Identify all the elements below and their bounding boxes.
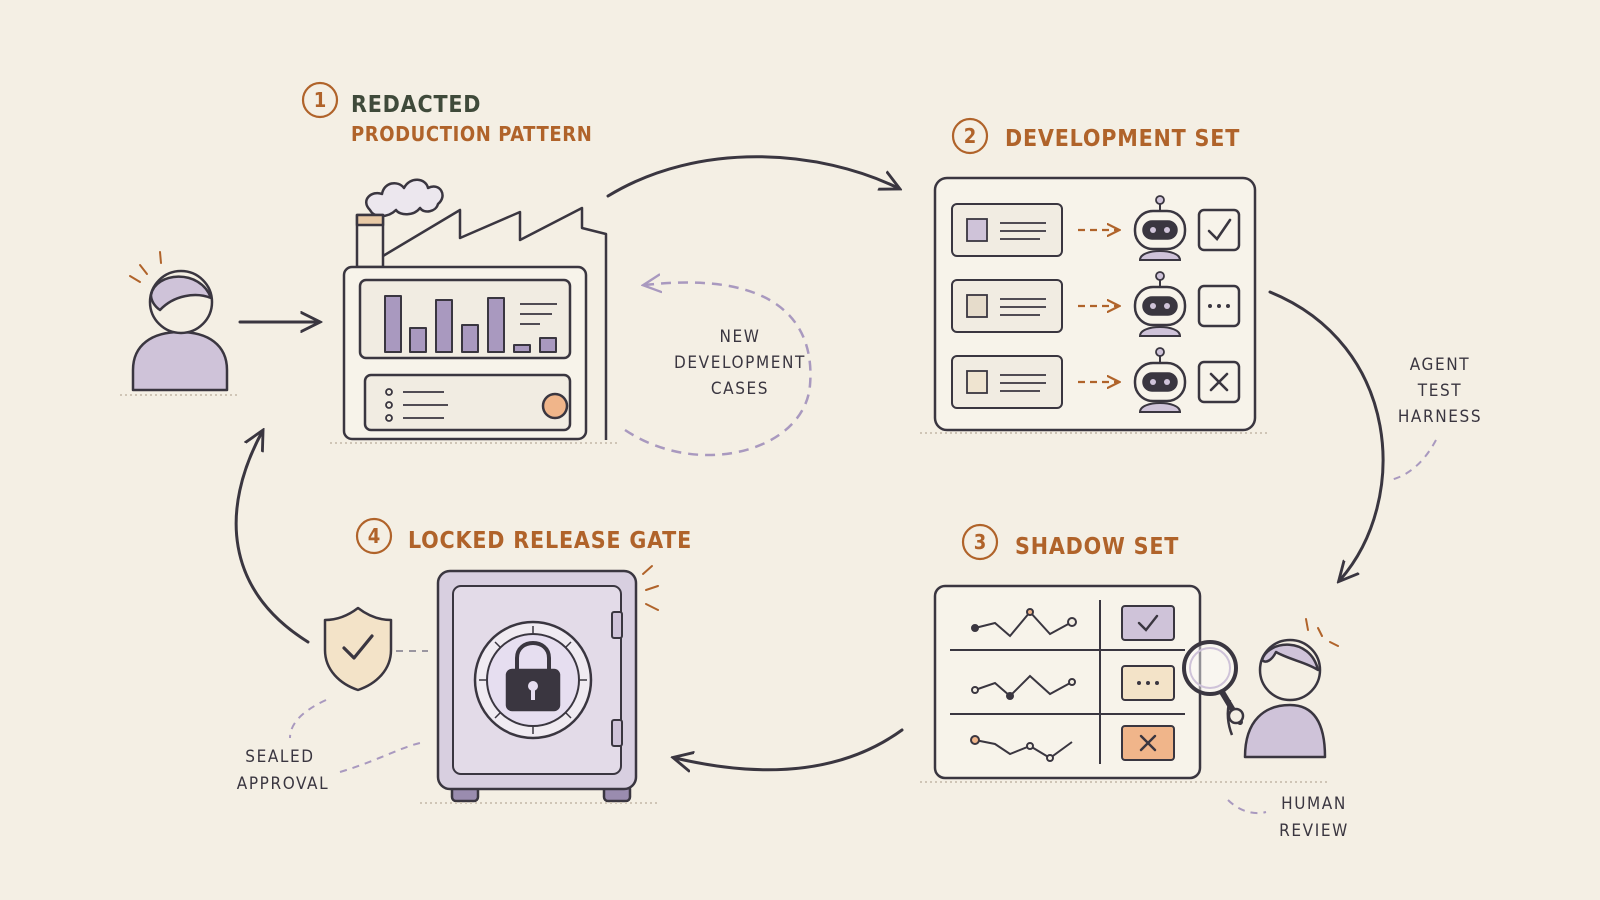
sealed-approval-label: SEALED APPROVAL [237,747,329,794]
svg-text:HUMAN: HUMAN [1281,794,1347,814]
robot-icon [1133,347,1187,413]
development-set-panel [920,176,1270,434]
robot-icon [1133,271,1187,337]
shadow-set-panel [920,584,1330,783]
dev-row-2 [951,279,1118,333]
step4-heading: 4 LOCKED RELEASE GATE [355,517,692,555]
check-icon [1197,208,1241,252]
smoke-icon [365,178,444,218]
pending-icon [1121,665,1175,701]
human-review-label: HUMAN REVIEW [1279,794,1349,841]
x-icon [1121,725,1175,761]
dev-row-1 [951,203,1118,257]
new-cases-label: NEW DEVELOPMENT CASES [674,327,806,399]
step1-title: REDACTED [351,92,481,118]
svg-text:REVIEW: REVIEW [1279,821,1349,841]
step1-heading: 1 REDACTED PRODUCTION PATTERN [301,81,592,146]
check-icon [1121,605,1175,641]
step1-number: 1 [314,88,327,112]
step4-title: LOCKED RELEASE GATE [408,528,692,554]
step2-number: 2 [964,124,977,148]
padlock-icon [505,641,561,712]
svg-text:DEVELOPMENT: DEVELOPMENT [674,353,806,373]
leader-lines [289,439,1437,815]
arrow-step3-to-step4 [675,728,904,770]
step2-heading: 2 DEVELOPMENT SET [951,117,1240,155]
x-icon [1197,360,1241,404]
person-icon [120,251,240,396]
new-cases-feedback-arrow [624,283,812,457]
svg-text:HARNESS: HARNESS [1398,407,1482,427]
shield-check-icon [323,606,393,692]
step1-subtitle: PRODUCTION PATTERN [351,122,592,146]
arrow-step1-to-step2 [606,155,898,198]
step2-title: DEVELOPMENT SET [1005,126,1240,152]
reviewer-person-icon [1182,618,1339,759]
svg-text:SEALED: SEALED [245,747,314,767]
cycle-arrows [234,155,1385,770]
robot-icon [1133,195,1187,261]
step3-heading: 3 SHADOW SET [961,523,1179,561]
arrow-step2-to-step3 [1268,290,1385,580]
step4-number: 4 [368,524,381,548]
svg-text:CASES: CASES [711,379,769,399]
safe-icon [420,565,660,804]
step3-title: SHADOW SET [1015,534,1179,560]
svg-text:NEW: NEW [719,327,760,347]
agent-harness-label: AGENT TEST HARNESS [1398,355,1482,427]
arrow-step4-to-step1 [234,432,310,644]
svg-text:APPROVAL: APPROVAL [237,774,329,794]
step3-number: 3 [974,530,987,554]
factory-icon [330,178,620,444]
pending-icon [1197,284,1241,328]
svg-text:TEST: TEST [1417,381,1462,401]
dev-row-3 [951,355,1118,409]
svg-text:AGENT: AGENT [1410,355,1470,375]
